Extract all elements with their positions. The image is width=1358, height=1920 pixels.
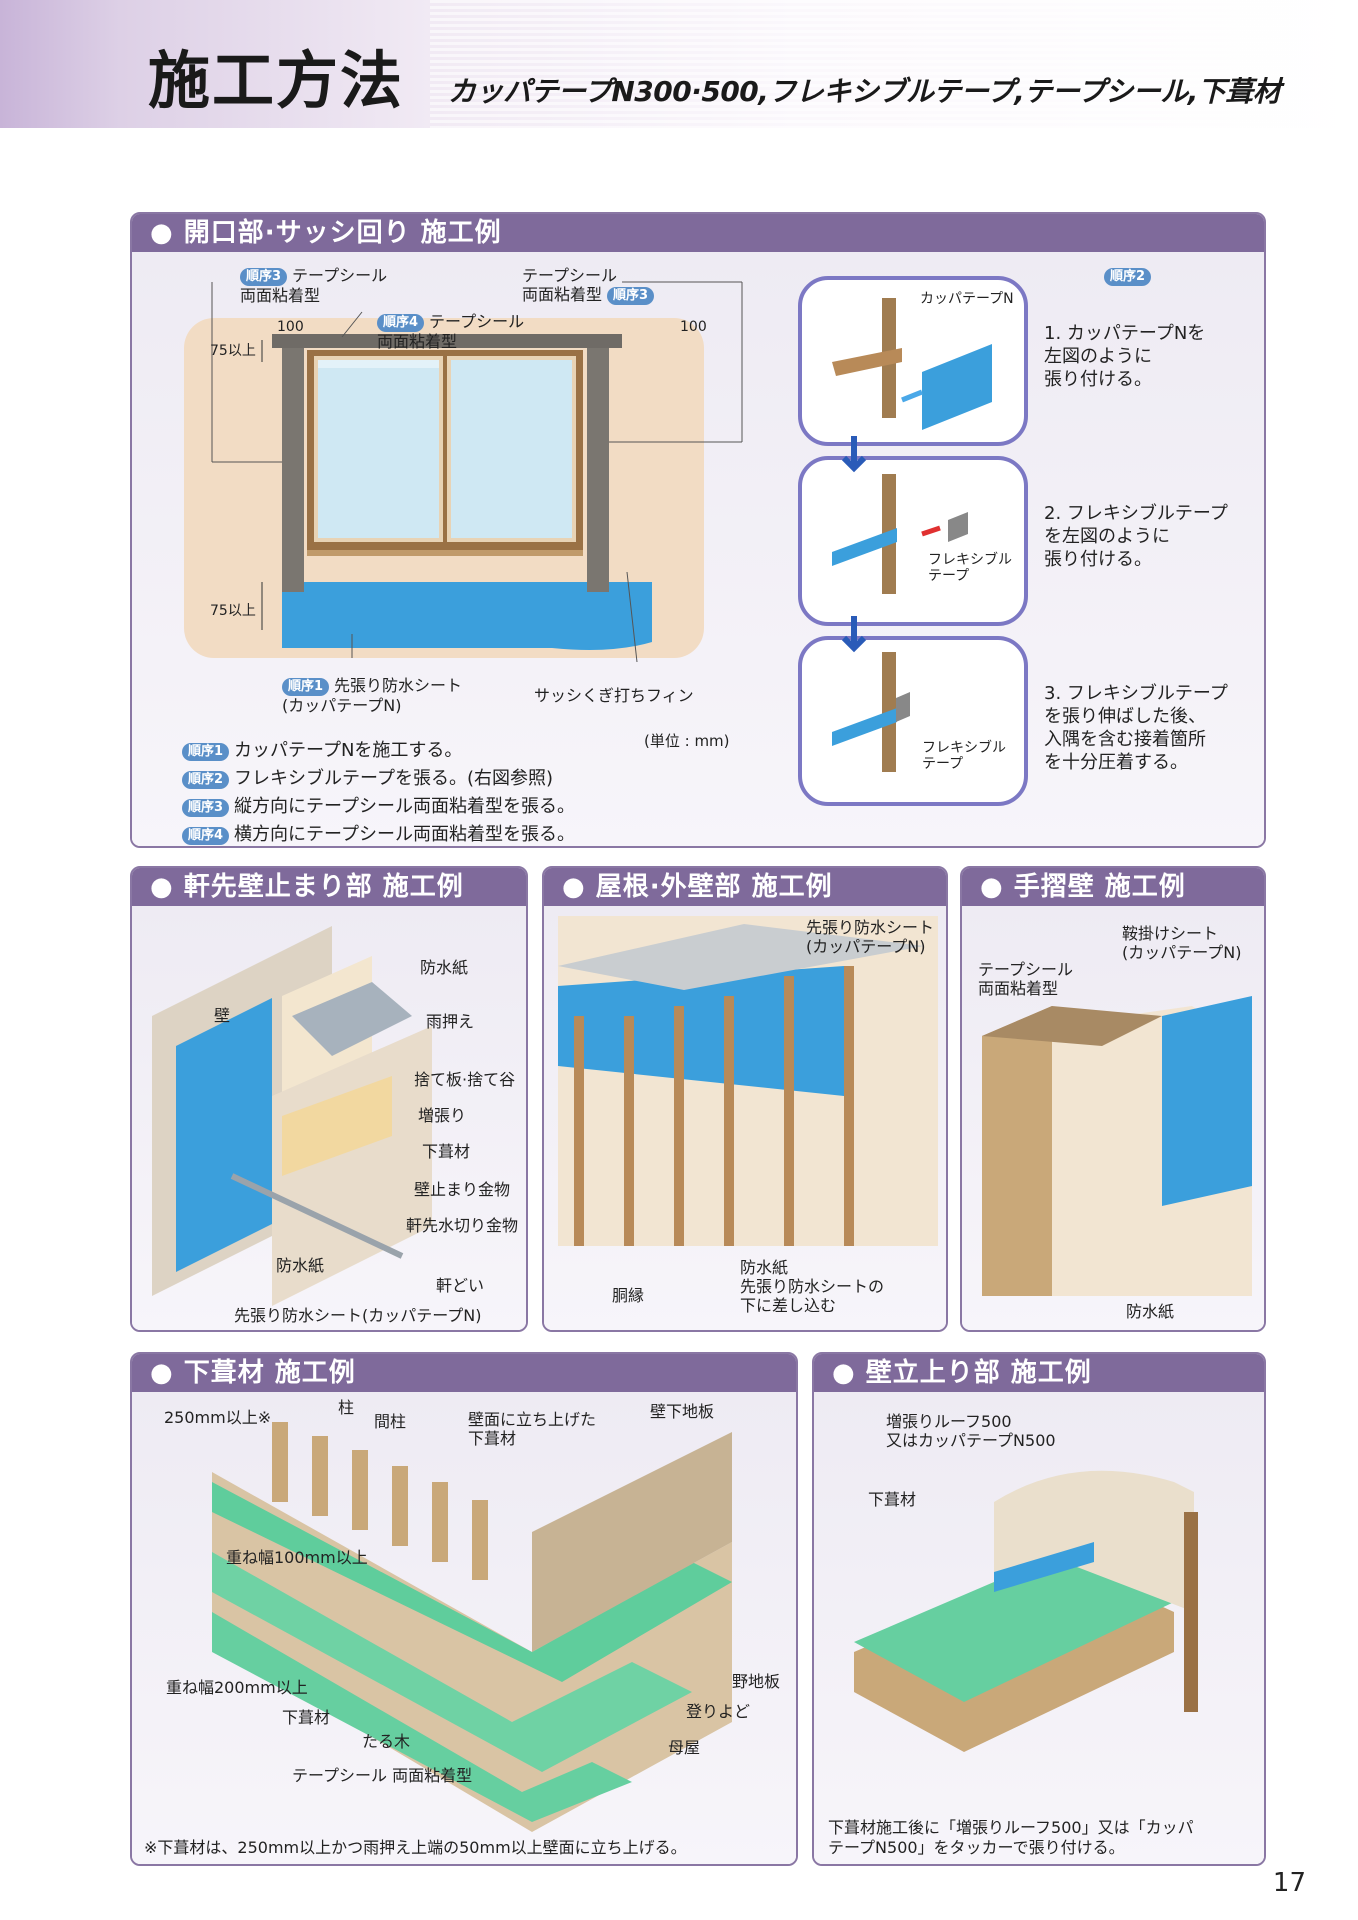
label-nobori: 登りよど <box>686 1702 751 1721</box>
sheet-label: 先張り防水シート(カッパテープN) <box>234 1306 482 1325</box>
badge-step2: 順序2 <box>1104 266 1156 286</box>
sheet-label: 先張り防水シート (カッパテープN) <box>806 918 935 956</box>
tape-label: テープシール 両面粘着型 <box>978 960 1074 998</box>
dim-100-left: 100 <box>277 319 304 335</box>
eave-label: 下葺材 <box>422 1142 471 1161</box>
roof-diagram <box>558 916 938 1246</box>
bousui-label: 防水紙 <box>1126 1302 1175 1321</box>
label-noji: 野地板 <box>732 1672 781 1691</box>
eave-label: 軒先水切り金物 <box>406 1216 519 1235</box>
wall-label: 壁 <box>214 1006 231 1025</box>
waterproof-sheet <box>282 582 652 650</box>
section-title: ● 屋根·外壁部 施工例 <box>544 868 946 906</box>
label-taruki: たる木 <box>362 1732 411 1751</box>
underlay-diagram <box>212 1422 732 1832</box>
label-tape-right: テープシール 両面粘着型順序3 <box>522 266 659 305</box>
section-underlay: ● 下葺材 施工例 250mm以上※ 柱 間柱 壁面に立ち上げた 下葺材 壁下地… <box>130 1352 798 1866</box>
section-body: 先張り防水シート (カッパテープN) 胴縁 防水紙 先張り防水シートの 下に差し… <box>544 906 946 1330</box>
label-zouhari: 増張りルーフ500 又はカッパテープN500 <box>886 1412 1056 1450</box>
bousui-label: 防水紙 <box>276 1256 325 1275</box>
left-post <box>282 342 304 592</box>
window-pane-right <box>447 356 576 542</box>
eave-label: 防水紙 <box>420 958 469 977</box>
right-step-1: 1. カッパテープNを 左図のように 張り付ける。 <box>1044 323 1206 390</box>
right-step-2: 2. フレキシブルテープ を左図のように 張り付ける。 <box>1044 503 1228 570</box>
label-fin: サッシくぎ打ちフィン <box>534 686 694 705</box>
eave-label: 軒どい <box>436 1276 485 1295</box>
window-pane-left <box>314 356 443 542</box>
step3-panel <box>798 636 1028 806</box>
section-title: ● 下葺材 施工例 <box>132 1354 796 1392</box>
section-body: 鞍掛けシート (カッパテープN) テープシール 両面粘着型 防水紙 <box>962 906 1264 1330</box>
right-post <box>587 342 609 592</box>
label-mabashira: 間柱 <box>374 1412 407 1431</box>
label-hashira: 柱 <box>338 1398 355 1417</box>
kura-label: 鞍掛けシート (カッパテープN) <box>1122 924 1242 962</box>
section-body: 防水紙 雨押え 捨て板·捨て谷 増張り 下葺材 壁止まり金物 軒先水切り金物 軒… <box>132 906 526 1330</box>
step2-panel <box>798 456 1028 626</box>
bousui-label: 防水紙 先張り防水シートの 下に差し込む <box>740 1258 885 1315</box>
label-shitabuki: 下葺材 <box>282 1708 331 1727</box>
label-kasane100: 重ね幅100mm以上 <box>226 1548 368 1567</box>
doubuchi-label: 胴縁 <box>612 1286 645 1305</box>
d-flex-3: フレキシブル テープ <box>922 740 1006 772</box>
section-eave-wall: ● 軒先壁止まり部 施工例 防水紙 雨押え 捨て板·捨て谷 増張り 下葺材 壁止… <box>130 866 528 1332</box>
dim-75-bottom: 75以上 <box>210 603 256 619</box>
label-tape: テープシール 両面粘着型 <box>292 1766 473 1785</box>
eave-label: 壁止まり金物 <box>414 1180 511 1199</box>
header-stripes <box>430 0 1358 128</box>
section-roof-wall: ● 屋根·外壁部 施工例 先張り防水シート (カッパテープN) 胴縁 防水紙 先… <box>542 866 948 1332</box>
section-wall-rise: ● 壁立上り部 施工例 増張りルーフ500 又はカッパテープN500 下葺材 下… <box>812 1352 1266 1866</box>
underlay-note: ※下葺材は、250mm以上かつ雨押え上端の50mm以上壁面に立ち上げる。 <box>144 1838 687 1857</box>
right-step-3: 3. フレキシブルテープ を張り伸ばした後、 入隅を含む接着箇所 を十分圧着する… <box>1044 683 1228 773</box>
label-250: 250mm以上※ <box>164 1408 272 1427</box>
section-body: 250mm以上※ 柱 間柱 壁面に立ち上げた 下葺材 壁下地板 重ね幅100mm… <box>132 1392 796 1864</box>
page-title: 施工方法 <box>148 44 405 117</box>
section-opening-sash: ● 開口部·サッシ回り 施工例 <box>130 212 1266 848</box>
d-kappa: カッパテープN <box>920 291 1014 307</box>
label-moya: 母屋 <box>668 1738 701 1757</box>
wall-rise-note: 下葺材施工後に「増張りルーフ500」又は「カッパ テープN500」をタッカーで張… <box>828 1818 1194 1857</box>
d-flex-2: フレキシブル テープ <box>928 552 1012 584</box>
label-kabe-shita: 壁下地板 <box>650 1402 715 1421</box>
section-title: ● 手摺壁 施工例 <box>962 868 1264 906</box>
label-kabe-up: 壁面に立ち上げた 下葺材 <box>468 1410 597 1448</box>
eave-label: 雨押え <box>426 1012 475 1031</box>
label-shitabuki: 下葺材 <box>868 1490 917 1509</box>
section-handrail-wall: ● 手摺壁 施工例 鞍掛けシート (カッパテープN) テープシール 両面粘着型 … <box>960 866 1266 1332</box>
top-beam <box>272 334 622 348</box>
section-title: ● 開口部·サッシ回り 施工例 <box>132 214 1264 252</box>
dim-75-top: 75以上 <box>210 343 256 359</box>
dim-100-right: 100 <box>680 319 707 335</box>
unit-label: (単位 : mm) <box>644 732 730 750</box>
wall-rise-diagram <box>854 1470 1198 1752</box>
window-diagram <box>184 276 1028 806</box>
eave-label: 増張り <box>418 1106 467 1125</box>
section-body: 増張りルーフ500 又はカッパテープN500 下葺材 下葺材施工後に「増張りルー… <box>814 1392 1264 1864</box>
page-number: 17 <box>1272 1868 1306 1898</box>
section-title: ● 壁立上り部 施工例 <box>814 1354 1264 1392</box>
sash-fin <box>307 550 583 556</box>
eave-label: 捨て板·捨て谷 <box>414 1070 516 1089</box>
handrail-diagram <box>982 996 1252 1296</box>
label-kasane200: 重ね幅200mm以上 <box>166 1678 308 1697</box>
page-subtitle: カッパテープN300·500,フレキシブルテープ,テープシール,下葺材 <box>448 75 1281 108</box>
eave-diagram <box>152 926 432 1306</box>
section-title: ● 軒先壁止まり部 施工例 <box>132 868 526 906</box>
